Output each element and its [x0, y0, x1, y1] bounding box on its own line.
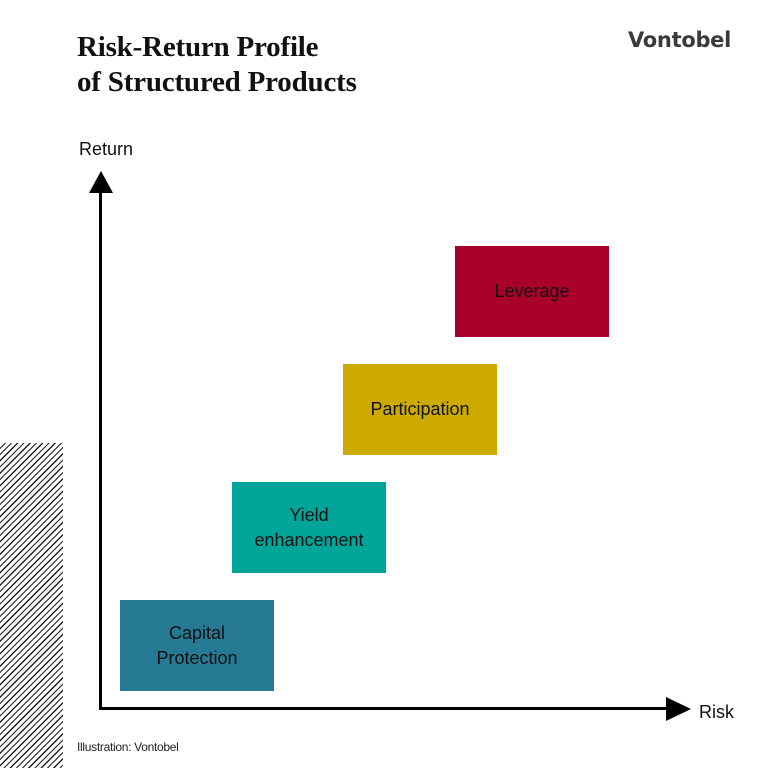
page-title: Risk-Return Profile of Structured Produc…	[77, 30, 357, 100]
capital-protection-box: Capital Protection	[120, 600, 274, 691]
box-label-line1: Capital	[168, 622, 225, 643]
hatch-pattern-decoration	[0, 443, 63, 768]
yield-enhancement-box: Yield enhancement	[232, 482, 386, 573]
x-axis-line	[99, 707, 669, 710]
y-axis-line	[99, 188, 102, 710]
box-label-line2: Protection	[156, 647, 238, 668]
title-line-1: Risk-Return Profile	[77, 31, 319, 63]
box-label-line1: Participation	[370, 399, 470, 419]
box-label-line1: Leverage	[494, 281, 570, 301]
title-line-2: of Structured Products	[77, 66, 357, 98]
x-axis-label: Risk	[699, 702, 734, 722]
x-axis-arrow-icon	[666, 697, 691, 721]
box-label-line2: enhancement	[254, 529, 364, 550]
box-label-line1: Yield	[289, 504, 329, 525]
participation-box: Participation	[343, 364, 497, 455]
y-axis-arrow-icon	[89, 171, 113, 193]
vontobel-logo: Vontobel	[628, 28, 732, 52]
illustration-credit: Illustration: Vontobel	[77, 740, 179, 754]
y-axis-label: Return	[79, 139, 134, 159]
leverage-box: Leverage	[455, 246, 609, 337]
